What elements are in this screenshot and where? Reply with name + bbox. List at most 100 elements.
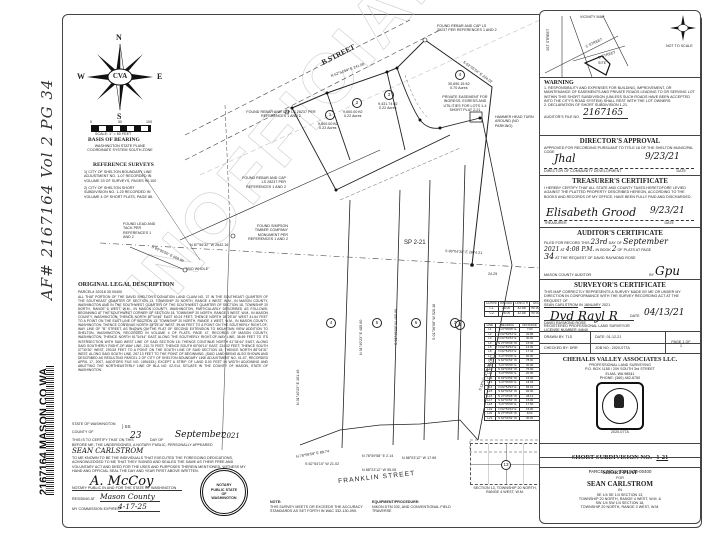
lot-marker-5: 5 [372, 318, 382, 328]
owner-name: SEAN CARLSTROM [587, 480, 653, 489]
table-cell: S 62°54'54" W [494, 415, 521, 421]
notary-ss: } SS [122, 424, 131, 429]
table-cell: 26.00 [498, 310, 515, 317]
notary-county: COUNTY OF [72, 430, 94, 434]
short-plat-label: SHORT PLAT [602, 470, 638, 476]
compass-south-label: S [117, 112, 122, 121]
basis-of-bearing-title: BASIS OF BEARING [88, 137, 140, 143]
seal-portrait-icon [614, 394, 624, 409]
reference-survey-2: 2) CITY OF SHELTON SHORT SUBDIVISION NO.… [84, 186, 154, 199]
director-approval-text: APPROVED FOR RECORDING PURSUANT TO TITLE… [544, 146, 694, 155]
director-date-value: 9/23/21 [645, 152, 680, 162]
reference-surveys-title: REFERENCE SURVEYS [93, 162, 154, 168]
notary-expires-value: 4-17-25 [118, 502, 160, 512]
curve-table: CURVE RADIUS LENGTH DELTA C1 26.00 42.88… [483, 301, 547, 317]
section-13-diagram: 13 [470, 443, 542, 485]
surveyor-name: DAVID RAYMOND ROSE [544, 320, 634, 325]
surveyor-certificate-section: SURVEYOR'S CERTIFICATE THIS MAP CORRECTL… [540, 279, 700, 332]
warning-section: WARNING 1. RESPONSIBILITY AND EXPENSES F… [540, 77, 700, 135]
barcode [46, 365, 54, 495]
table-cell: C2 [483, 310, 500, 317]
auditor-page: 34 [544, 251, 555, 261]
found-rebar-note-2: FOUND REBAR AND CAP LS 28237 PER REFEREN… [437, 24, 497, 33]
franklin-bearing-3: N 88°03'12" W 17.69 [402, 456, 437, 460]
found-lead-note: FOUND LEAD AND TACK PER REFERENCES 1 AND… [123, 222, 156, 239]
scale-tick-50: 50 [118, 120, 123, 124]
vicinity-map-drawing [544, 15, 629, 77]
lot-3-marker: 3 [384, 90, 394, 100]
surveyor-signature: Dvd Rayl R [550, 309, 618, 323]
table-cell: 30.00 [519, 415, 540, 421]
seal-caption: 2020-077A [610, 430, 630, 435]
notary-signature: A. McCoy [90, 474, 154, 489]
auditor-file-label: AUDITOR'S FILE NO. [544, 115, 581, 120]
franklin-bearing-2: N 88°23'12" W 55.05 [362, 468, 397, 472]
vicinity-map-title: VICINITY MAP [580, 15, 605, 19]
section-13-label: SECTION 13, TOWNSHIP 20 NORTH, RANGE 4 W… [473, 486, 537, 495]
auditor-request: AT THE REQUEST OF DAVID RAYMOND ROSE [555, 255, 636, 260]
equipment-title: EQUIPMENT/PROCEDURE: [372, 500, 420, 504]
parcel-number-row: PARCEL NO. 32018-35-00400 [540, 457, 700, 474]
warning-title: WARNING [544, 80, 574, 86]
treasurer-date-value: 9/23/21 [650, 206, 685, 216]
lot-marker-6: 6 [411, 318, 421, 328]
table-cell: L21 [484, 415, 496, 421]
director-signature: Jhal [554, 152, 576, 165]
scale-label: SCALE: 1" = 50 FEET [95, 132, 132, 136]
compass-rose-icon [87, 43, 153, 111]
lot-2-marker: 2 [352, 98, 362, 108]
notary-year: 2021 [222, 432, 240, 440]
legal-description-parcel: PARCEL# 32018 35 00400 [78, 290, 123, 294]
job-number: JOB NO.: 2020-077A [595, 346, 630, 350]
drawing-date: DATE: 01-12-21 [595, 335, 622, 339]
auditor-title: AUDITOR'S CERTIFICATE [577, 230, 663, 237]
private-easement-note: PRIVATE EASEMENT FOR INGRESS, EGRESS AND… [442, 95, 488, 112]
notary-day-of: DAY OF [150, 438, 164, 442]
lot-marker-1-lower: 1 [455, 320, 465, 330]
handwritten-recording-reference: AF# 2167164 Vol 2 PG 34 [38, 78, 56, 300]
north-arrow-compass: CVA [85, 42, 155, 112]
auditor-book: 2 [611, 245, 617, 254]
lot-marker-4: 4 [326, 318, 336, 328]
title-block-panel: VICINITY MAP SITE C STREET B STREET 1ST … [539, 10, 701, 524]
basis-of-bearing-text: WASHINGTON STATE PLANE COORDINATE SYSTEM… [87, 144, 153, 153]
for-label: FOR [616, 476, 624, 480]
note-title: NOTE: [270, 500, 282, 504]
plat-drawing [99, 19, 540, 453]
corner-distance: 24.25 [488, 272, 498, 276]
lot-4-marker: 4 [455, 70, 465, 80]
director-approval-title: DIRECTOR'S APPROVAL [579, 138, 661, 145]
equipment-text: NIKON DTM 332, AND CONVENTIONAL FIELD TR… [372, 505, 451, 514]
drawing-info-section: DRAWN BY: TLS DATE: 01-12-21 CHECKED BY:… [540, 331, 700, 353]
scale-tick-100: 100 [146, 120, 153, 124]
lot-line-7-bearing: S 01°36'08" W 528.16 [432, 303, 436, 340]
location-line-4: TOWNSHIP 20 NORTH, RANGE 3 WEST, W.M. [580, 505, 660, 510]
scale-bar [91, 125, 151, 132]
lot-line-5-bearing: N 01°40'23" E 485.60 [359, 319, 363, 355]
legal-description-title: ORIGINAL LEGAL DESCRIPTION [78, 282, 175, 288]
surveyor-date-label: DATE [630, 314, 640, 318]
compass-north-label: N [116, 33, 122, 42]
franklin-bearing-4: S 62°54'10" W 21.02 [305, 462, 340, 466]
treasurer-signature: Elisabeth Grood [546, 206, 637, 219]
in-label: IN [618, 488, 622, 493]
company-subtitle: PROFESSIONAL LAND SURVEYING [589, 363, 651, 367]
reference-survey-1: 1) CITY OF SHELTON BOUNDARY LINE ADJUSTM… [84, 170, 157, 183]
lot-1-marker: 1 [325, 110, 335, 120]
notary-label: NOTARY PUBLIC IN AND FOR THE STATE OF WA… [72, 486, 182, 492]
notary-expires-label: MY COMMISSION EXPIRES [72, 507, 120, 511]
notary-body-1: BEFORE ME, THE UNDERSIGNED, A NOTARY PUB… [72, 443, 213, 447]
vicinity-street-1st: 1ST STREET [546, 28, 550, 51]
auditor-day: 23rd [590, 238, 608, 246]
treasurer-text: I HEREBY CERTIFY THAT ALL STATE AND COUN… [544, 186, 692, 199]
auditor-year: 2021 [544, 246, 560, 254]
company-city: ELMA, WA 98541 [605, 371, 635, 376]
lot-line-4-bearing: N 01°40'23" E 401.46 [296, 369, 300, 405]
west-section-bearing: N 87°56'32" W 2642.16 [190, 243, 229, 247]
bio-whole-note: "BIO WHOLE" [186, 267, 210, 271]
auditor-time: 4:08 P.M. [565, 246, 595, 254]
